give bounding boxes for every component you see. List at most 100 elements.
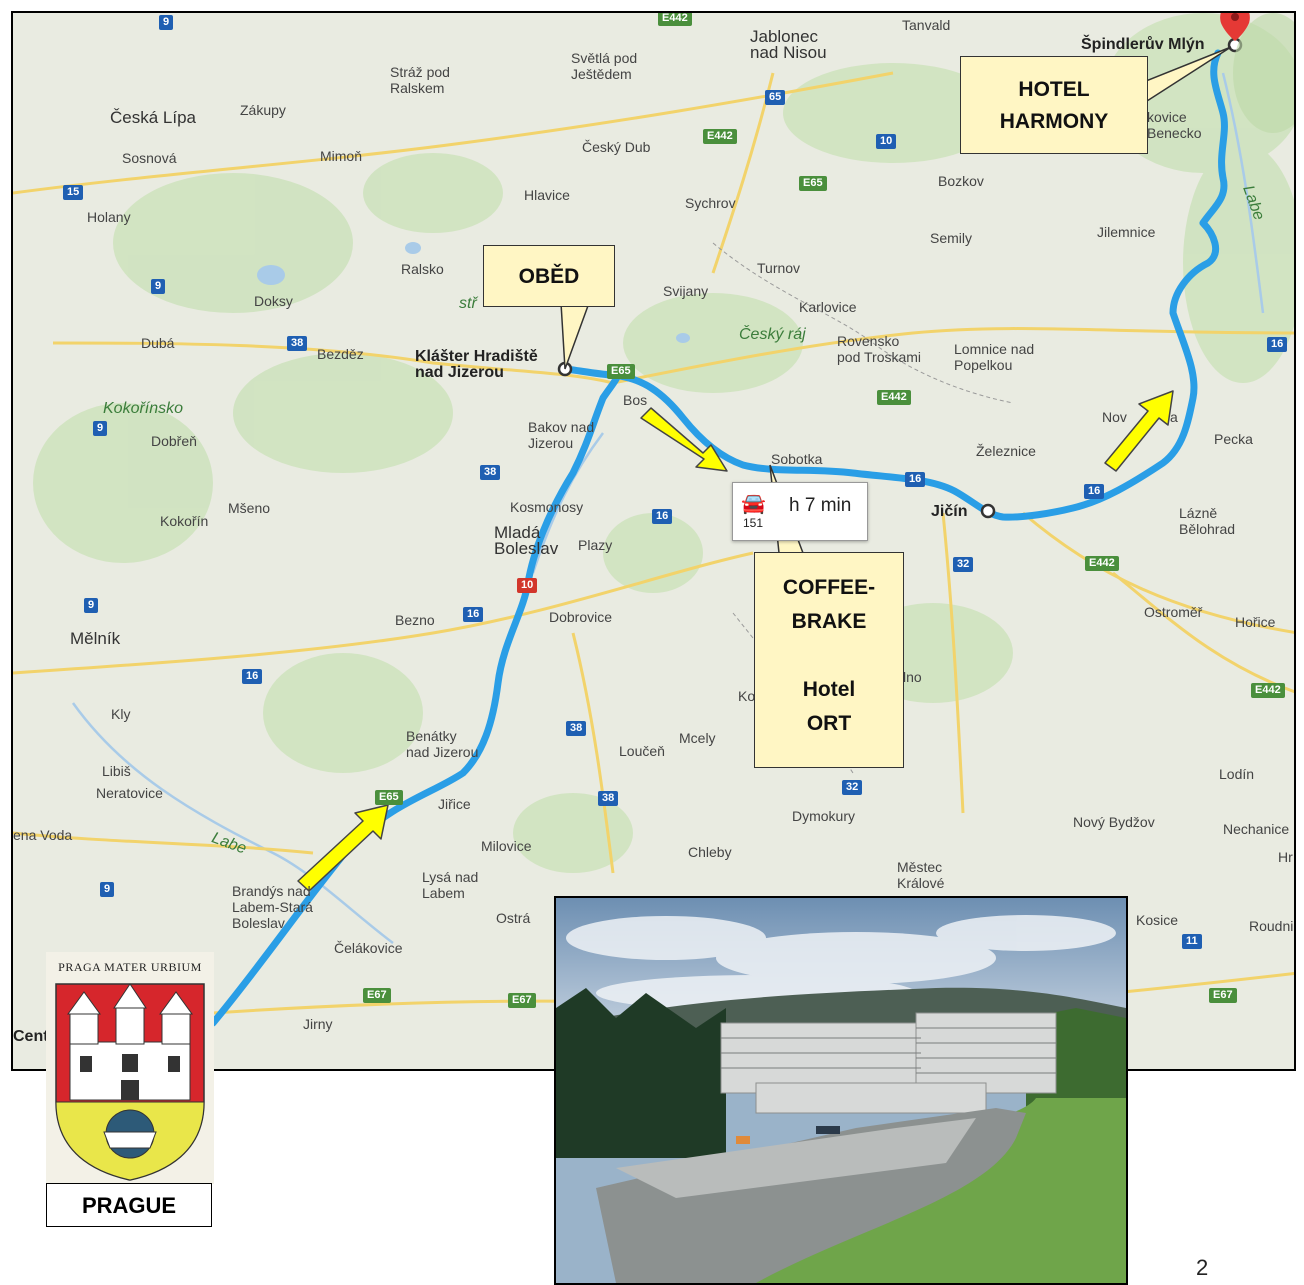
road-shield-s38d: 38: [598, 791, 619, 806]
place-jirny: Jirny: [303, 1016, 333, 1032]
place-acut: a: [1170, 409, 1178, 425]
road-shield-se67c: E67: [1209, 988, 1237, 1003]
road-shield-se442d: E442: [1085, 556, 1119, 571]
road-shield-s9c: 9: [93, 421, 108, 436]
place-straz: Stráž pod Ralskem: [390, 64, 450, 96]
route-time: h 7 min: [789, 495, 852, 516]
place-vicecut: kovice Benecko: [1147, 109, 1202, 141]
place-str: stř: [459, 295, 477, 312]
place-spindl: Špindlerův Mlýn: [1081, 36, 1205, 53]
road-shield-s15: 15: [63, 185, 84, 200]
place-plazy: Plazy: [578, 537, 613, 553]
destination-pin-icon: [1220, 13, 1250, 41]
map-background: [13, 13, 1294, 1027]
place-tanvald: Tanvald: [902, 17, 951, 33]
road-shield-se442b: E442: [703, 129, 737, 144]
coat-of-arms-icon: [55, 983, 205, 1181]
place-benatky: Benátky nad Jizerou: [406, 728, 479, 760]
place-holany: Holany: [87, 209, 131, 225]
road-shield-s9e: 9: [100, 882, 115, 897]
road-shield-s38a: 38: [287, 336, 308, 351]
prague-coat-of-arms: PRAGA MATER URBIUM: [46, 952, 214, 1184]
road-shield-s10a: 10: [876, 134, 897, 149]
coat-caption: PRAGA MATER URBIUM: [58, 960, 202, 974]
place-dobrovice: Dobrovice: [549, 609, 613, 625]
place-milovice: Milovice: [481, 838, 532, 854]
place-bezno: Bezno: [395, 612, 435, 628]
place-svetla: Světlá pod Ještědem: [571, 50, 638, 82]
callout-hotel-harmony: HOTEL HARMONY: [960, 56, 1148, 154]
road-shield-s16d: 16: [652, 509, 673, 524]
place-ralsko: Ralsko: [401, 261, 444, 277]
place-svijany: Svijany: [663, 283, 709, 299]
place-doksy: Doksy: [254, 293, 293, 309]
place-bakov: Bakov nad Jizerou: [528, 419, 595, 451]
road-shield-s10b: 10: [517, 578, 538, 593]
road-shield-s16c: 16: [1084, 484, 1105, 499]
prague-label: PRAGUE: [46, 1183, 212, 1227]
road-shield-s38b: 38: [480, 465, 501, 480]
road-shield-se65c: E65: [375, 790, 403, 805]
obed-pointer: [560, 302, 591, 370]
place-semily: Semily: [930, 230, 973, 246]
road-shield-s65: 65: [765, 90, 786, 105]
route-info-box[interactable]: 🚘 151 h 7 min: [732, 482, 868, 541]
place-lazne: Lázně Bělohrad: [1179, 505, 1236, 537]
road-shield-se67b: E67: [508, 993, 536, 1008]
road-shield-se442top: E442: [658, 13, 692, 26]
road-shield-s9b: 9: [151, 279, 166, 294]
place-neratovice: Neratovice: [96, 785, 163, 801]
place-zeleznice: Železnice: [976, 443, 1036, 459]
place-lysa: Lysá nad Labem: [422, 869, 479, 901]
place-duba: Dubá: [141, 335, 175, 351]
place-klaster: Klášter Hradiště nad Jizerou: [415, 348, 538, 381]
place-rovensko: Rovensko pod Troskami: [837, 333, 922, 365]
road-shield-se65a: E65: [799, 176, 827, 191]
place-roudni: Roudni: [1249, 918, 1294, 934]
place-hrcut: Hr: [1278, 849, 1293, 865]
road-shield-se442e: E442: [1251, 683, 1285, 698]
place-mcely: Mcely: [679, 730, 716, 746]
place-pecka: Pecka: [1214, 431, 1253, 447]
road-shield-s16f: 16: [242, 669, 263, 684]
place-horice: Hořice: [1235, 614, 1276, 630]
arrow-icon: [1104, 390, 1174, 472]
place-ceskydub: Český Dub: [582, 139, 651, 155]
place-lnocut: lno: [903, 669, 922, 685]
place-kokorin: Kokořín: [160, 513, 209, 529]
road-shield-se65b: E65: [607, 364, 635, 379]
road-shield-s9d: 9: [84, 598, 99, 613]
callout-coffee-break: COFFEE- BRAKE Hotel ORT: [754, 552, 904, 768]
place-bezdez: Bezděz: [317, 346, 364, 362]
place-vodacut: ena Voda: [13, 827, 73, 843]
place-centcut: Cent: [13, 1028, 49, 1045]
jicin-marker: [980, 503, 996, 519]
place-mimon: Mimoň: [320, 148, 363, 164]
place-karlovice: Karlovice: [799, 299, 857, 315]
place-turnov: Turnov: [757, 260, 801, 276]
place-sychrov: Sychrov: [685, 195, 736, 211]
road-shield-s32b: 32: [842, 780, 863, 795]
place-ostromer: Ostroměř: [1144, 604, 1203, 620]
road-shield-se442c: E442: [877, 390, 911, 405]
place-mlada: Mladá Boleslav: [494, 523, 559, 558]
place-loucen: Loučeň: [619, 743, 665, 759]
arrow-icon: [297, 804, 389, 892]
road-shield-s16e: 16: [463, 607, 484, 622]
road-shield-s16a: 16: [1267, 337, 1288, 352]
place-novcut: Nov: [1102, 409, 1127, 425]
road-shield-s32a: 32: [953, 557, 974, 572]
place-celakovice: Čelákovice: [334, 940, 403, 956]
place-dobren: Dobřeň: [151, 433, 197, 449]
place-kocut: Ko: [738, 688, 756, 704]
arrow-icon: [640, 407, 728, 472]
route-distance: 151: [743, 516, 764, 530]
place-kosmonosy: Kosmonosy: [510, 499, 584, 515]
place-jilemnice: Jilemnice: [1097, 224, 1156, 240]
place-brandys: Brandýs nad Labem-Stará Boleslav: [232, 883, 313, 931]
place-ceskyraj: Český ráj: [739, 326, 806, 343]
car-icon: 🚘: [741, 493, 766, 515]
callout-obed: OBĚD: [483, 245, 615, 307]
road-shield-se67a: E67: [363, 988, 391, 1003]
